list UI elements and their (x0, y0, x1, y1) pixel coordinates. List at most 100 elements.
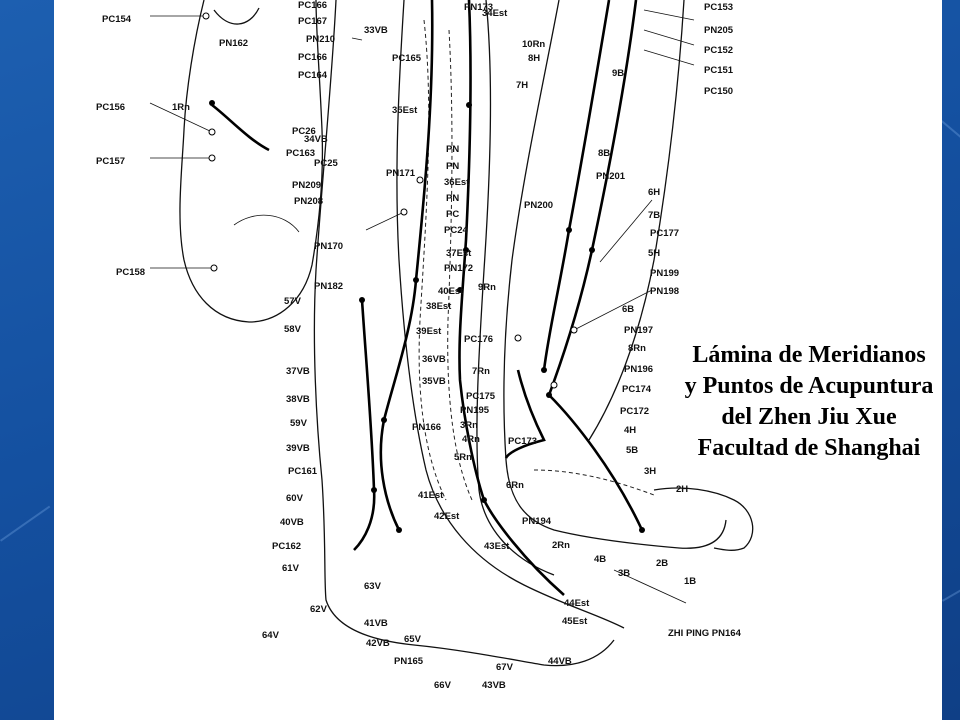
acupoint-label: PC164 (298, 70, 328, 81)
acupoint-label: 7H (516, 80, 528, 91)
acupoint-label: 44VB (548, 656, 572, 667)
acupoint-label: PN195 (460, 405, 490, 416)
acupoint-label: PC153 (704, 2, 733, 13)
acupoint-label: PN209 (292, 180, 321, 191)
acupoint-label: 2H (676, 484, 688, 495)
acupoint-label: PN (446, 144, 459, 155)
liver-meridian-line (547, 0, 638, 396)
acupoint-label: 36Est (444, 177, 470, 188)
caption-line-3: del Zhen Jiu Xue (721, 404, 897, 430)
acupoint-label: 66V (434, 680, 452, 691)
label-leaders (149, 9, 695, 604)
acupoint-label: 3B (618, 568, 630, 579)
acupoint-label: 4Rn (462, 434, 480, 445)
acupoint-label: PN210 (306, 34, 335, 45)
acupoint-label: 43VB (482, 680, 506, 691)
acupoint-label: 8Rn (628, 343, 646, 354)
acupoint-label: PC150 (704, 86, 733, 97)
acupoint-label: PN182 (314, 281, 343, 292)
acupoint-label: PC174 (622, 384, 652, 395)
acupoint-label: 34Est (482, 8, 508, 19)
acupoint-label: PC154 (102, 14, 132, 25)
acupoint-label: PN173 (464, 2, 493, 13)
acupoint-label: PN196 (624, 364, 653, 375)
acupoint-label: 45Est (562, 616, 588, 627)
caption-line-4: Facultad de Shanghai (697, 435, 921, 461)
acupoint-label: 58V (284, 324, 302, 335)
medial-toe-outline (653, 487, 754, 551)
sole-toe-curve (213, 7, 260, 25)
acupoint-label: 59V (290, 418, 308, 429)
acupoint-label: PC166 (298, 52, 327, 63)
caption-line-2: y Puntos de Acupuntura (684, 373, 934, 399)
sole-outline (179, 0, 324, 323)
acupoint-label: PC175 (466, 391, 496, 402)
acupoint-label: 67V (496, 662, 514, 673)
acupoint-label: 6Rn (506, 480, 524, 491)
acupoint-label: 39VB (286, 443, 310, 454)
foot-line (548, 394, 644, 531)
acupoint-label: PC172 (620, 406, 649, 417)
acupoint-label: PN205 (704, 25, 734, 36)
acupoint-label: 37Est (446, 248, 472, 259)
acupoint-label: PC152 (704, 45, 733, 56)
fibula-outline (418, 19, 447, 501)
acupoint-label: 41VB (364, 618, 388, 629)
gallbladder-meridian-line (379, 0, 434, 531)
acupoint-label: 9B (612, 68, 624, 79)
acupoint-label: 61V (282, 563, 300, 574)
medial-leg-outline (503, 0, 727, 549)
acupoint-label: 38VB (286, 394, 310, 405)
acupoint-label: 42Est (434, 511, 460, 522)
acupoint-label: 63V (364, 581, 382, 592)
acupoint-label: PN200 (524, 200, 553, 211)
acupoint-label: PC162 (272, 541, 301, 552)
lateral-leg-front-outline (476, 0, 555, 576)
lateral-leg-inner-outline (396, 0, 625, 629)
kidney-meridian-line (504, 369, 546, 459)
acupoint-label: 2Rn (552, 540, 570, 551)
acupoint-label: PN (446, 161, 459, 172)
acupoint-label: 64V (262, 630, 280, 641)
acupoint-label: PN171 (386, 168, 416, 179)
acupoint-label: PN (446, 193, 459, 204)
acupoint-label: 1Rn (172, 102, 190, 113)
medial-bone-outline (533, 469, 655, 496)
background-accent-line (0, 505, 51, 542)
acupoint-label: 5H (648, 248, 660, 259)
sole-kidney-line (211, 103, 270, 152)
acupoint-label: PN194 (522, 516, 552, 527)
acupoint-label: 60V (286, 493, 304, 504)
lateral-leg-outline (313, 0, 615, 667)
acupoint-label: 2B (656, 558, 668, 569)
acupoint-label: 36VB (422, 354, 446, 365)
acupoint-label: PN165 (394, 656, 424, 667)
tibia-outline (447, 29, 473, 501)
chart-caption: Lámina de Meridianos y Puntos de Acupunt… (674, 340, 942, 464)
acupoint-label: 43Est (484, 541, 510, 552)
acupoint-label: 34VB (304, 134, 328, 145)
acupoint-label: 5B (626, 445, 638, 456)
acupoint-label: PC157 (96, 156, 125, 167)
acupoint-label: PC163 (286, 148, 315, 159)
acupoint-label: PC177 (650, 228, 679, 239)
acupoint-label: PC167 (298, 16, 327, 27)
acupoint-label: 40VB (280, 517, 304, 528)
acupoint-label: 10Rn (522, 39, 545, 50)
background-accent-line (942, 585, 960, 602)
acupoint-label: 7Rn (472, 366, 490, 377)
acupoint-label: 1B (684, 576, 696, 587)
acupoint-label: PN172 (444, 263, 473, 274)
acupoint-label: 4B (594, 554, 606, 565)
acupoint-label: PC173 (508, 436, 537, 447)
acupoint-label: PN208 (294, 196, 323, 207)
acupoint-label: 65V (404, 634, 422, 645)
acupoint-label: 42VB (366, 638, 390, 649)
acupoint-label: 41Est (418, 490, 444, 501)
acupoint-label: 40Est (438, 286, 464, 297)
acupoint-label: PC (446, 209, 459, 220)
acupoint-label: 5Rn (454, 452, 472, 463)
bladder-meridian-line (353, 299, 376, 551)
acupoint-label: PC165 (392, 53, 422, 64)
